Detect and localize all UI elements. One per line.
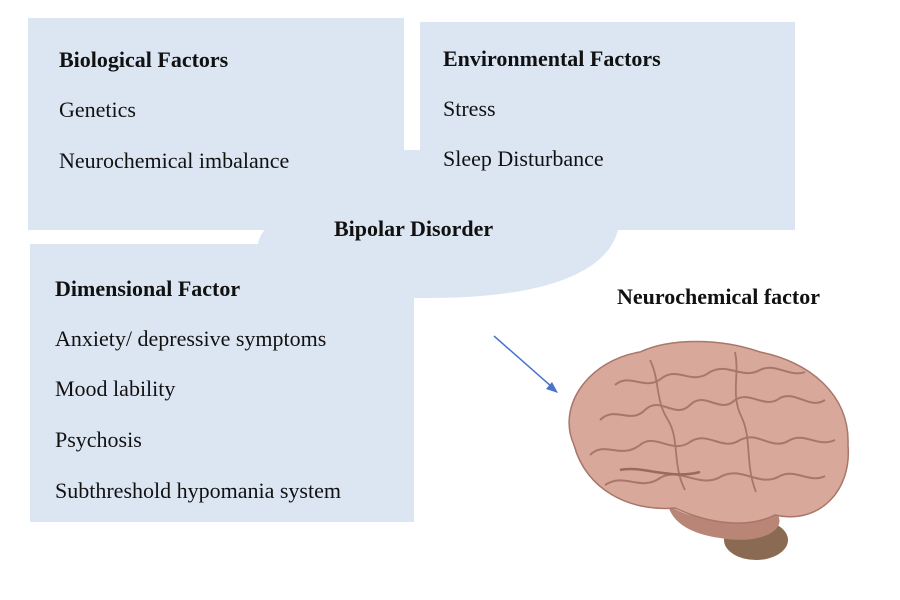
environmental-title: Environmental Factors (443, 46, 661, 71)
neurochemical-title: Neurochemical factor (617, 284, 821, 309)
dimensional-item: Psychosis (55, 427, 142, 452)
center-connector-shape (258, 150, 618, 298)
environmental-box (420, 22, 795, 230)
center-label: Bipolar Disorder (334, 216, 494, 241)
brain-illustration (568, 340, 850, 560)
environmental-item: Stress (443, 96, 496, 121)
arrow-head (546, 382, 558, 393)
environmental-item: Sleep Disturbance (443, 146, 604, 171)
biological-item: Neurochemical imbalance (59, 148, 290, 173)
dimensional-box (30, 244, 414, 522)
biological-item: Genetics (59, 97, 136, 122)
dimensional-item: Anxiety/ depressive symptoms (55, 326, 327, 351)
arrow-line (493, 335, 553, 388)
biological-title: Biological Factors (59, 47, 229, 72)
dimensional-item: Mood lability (55, 376, 176, 401)
dimensional-title: Dimensional Factor (55, 276, 241, 301)
dimensional-item: Subthreshold hypomania system (55, 478, 341, 503)
